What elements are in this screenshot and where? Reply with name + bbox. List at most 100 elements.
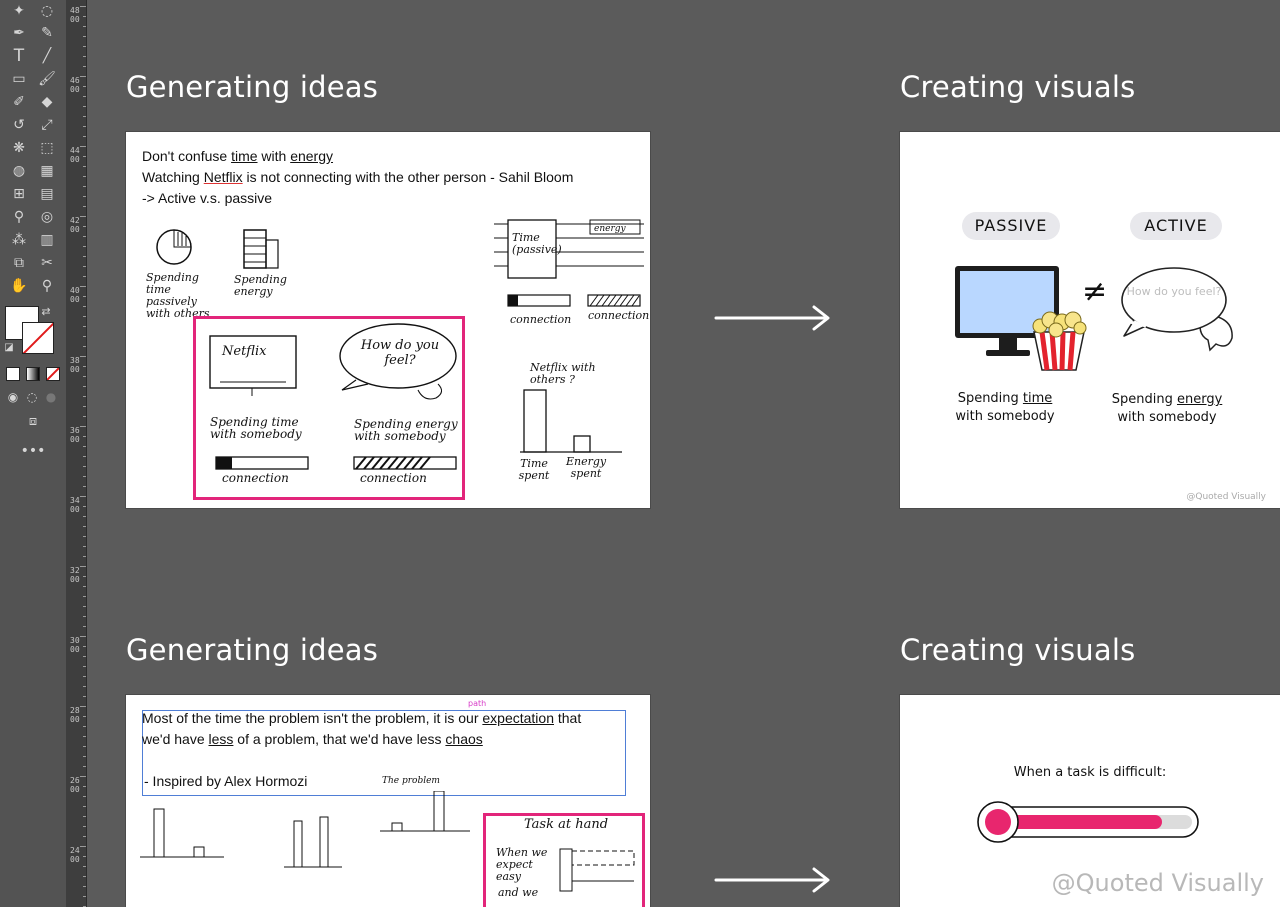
- sketch-time-passive: Time (passive): [512, 231, 562, 256]
- symbol-sprayer-icon[interactable]: ⁂: [12, 232, 26, 248]
- not-equal-sign: ≠: [1082, 274, 1108, 309]
- ruler-label: 4000: [70, 286, 80, 304]
- ruler-tick: [83, 476, 86, 477]
- draw-behind-icon[interactable]: ◌: [26, 390, 38, 404]
- free-transform-icon[interactable]: ⬚: [40, 140, 54, 156]
- curvature-icon[interactable]: ✎: [41, 25, 53, 41]
- rectangle-icon[interactable]: ▭: [12, 71, 26, 87]
- text-selection-box[interactable]: [142, 710, 626, 796]
- ruler-tick: [83, 416, 86, 417]
- shaper-icon[interactable]: ✐: [13, 94, 25, 110]
- ruler-tick: [83, 186, 86, 187]
- ruler-tick: [83, 96, 86, 97]
- sketch-spending-energy: Spending energy: [234, 273, 287, 298]
- connection-bar-high: [353, 456, 457, 470]
- line-icon[interactable]: ╱: [42, 48, 52, 64]
- watermark-large: @Quoted Visually: [1051, 869, 1264, 897]
- mesh-icon[interactable]: ⊞: [13, 186, 25, 202]
- gradient-mode-button[interactable]: [26, 367, 40, 381]
- sketch-when-we-expect-easy: When we expect easy: [496, 846, 548, 883]
- ruler-tick: [83, 816, 86, 817]
- draw-inside-icon[interactable]: ●: [45, 390, 57, 404]
- sketch-energy-label: energy: [594, 224, 626, 234]
- draw-normal-icon[interactable]: ◉: [7, 390, 19, 404]
- none-mode-button[interactable]: [46, 367, 60, 381]
- rotate-icon[interactable]: ↺: [13, 117, 25, 133]
- color-mode-button[interactable]: [6, 367, 20, 381]
- quote2-line-3: - Inspired by Alex Hormozi: [144, 773, 308, 789]
- section1-ideas-heading: Generating ideas: [126, 70, 379, 104]
- type-icon[interactable]: T: [13, 46, 25, 66]
- scale-icon[interactable]: ⤢: [41, 117, 53, 133]
- eraser-icon[interactable]: ◆: [41, 94, 53, 110]
- clock-sketch-icon: [156, 229, 192, 265]
- ruler-tick: [83, 756, 86, 757]
- ruler-tick: [83, 116, 86, 117]
- sketch-connection-1: connection: [510, 313, 572, 326]
- visual-board-1[interactable]: PASSIVE ACTIVE ≠ How do you feel? Spendi…: [900, 132, 1280, 508]
- battery-sketch-icon: [243, 229, 279, 269]
- sketch-how-do-you-feel: How do you feel?: [360, 338, 440, 368]
- slice-icon[interactable]: ✂: [41, 255, 53, 271]
- ruler-tick: [83, 856, 86, 857]
- time-energy-sketch: [494, 219, 644, 279]
- lasso-icon[interactable]: ◌: [40, 3, 54, 19]
- ruler-tick: [83, 376, 86, 377]
- ruler-tick: [83, 266, 86, 267]
- ideas-board-2[interactable]: path Most of the time the problem isn't …: [126, 695, 650, 907]
- ruler-tick: [80, 76, 86, 77]
- perspective-grid-icon[interactable]: ▦: [40, 163, 54, 179]
- hand-icon[interactable]: ✋: [10, 278, 28, 294]
- blend-icon[interactable]: ◎: [40, 209, 54, 225]
- ruler-tick: [83, 886, 86, 887]
- ruler-tick: [83, 346, 86, 347]
- stroke-swatch[interactable]: [22, 322, 54, 354]
- ideas-board-1[interactable]: Don't confuse time with energy Watching …: [126, 132, 650, 508]
- more-tools-icon[interactable]: •••: [20, 443, 46, 459]
- highlight-box: [193, 316, 465, 500]
- ruler-label: 3000: [70, 636, 80, 654]
- ruler-tick: [83, 506, 86, 507]
- section1-visuals-heading: Creating visuals: [900, 70, 1136, 104]
- sketch-netflix: Netflix: [222, 344, 267, 359]
- watermark: @Quoted Visually: [1186, 492, 1266, 502]
- ruler-tick: [83, 196, 86, 197]
- eyedropper-icon[interactable]: ⚲: [13, 209, 25, 225]
- paintbrush-icon[interactable]: 🖌: [38, 71, 56, 87]
- artboard-icon[interactable]: ⧉: [14, 255, 24, 271]
- gradient-icon[interactable]: ▤: [40, 186, 54, 202]
- ruler-tick: [83, 246, 86, 247]
- ruler-tick: [83, 136, 86, 137]
- sketch-time-spent: Time spent: [518, 457, 550, 482]
- column-graph-icon[interactable]: ▥: [40, 232, 54, 248]
- ruler-tick: [83, 866, 86, 867]
- ruler-tick: [83, 26, 86, 27]
- quote2-line-1: Most of the time the problem isn't the p…: [142, 710, 582, 726]
- ruler-tick: [80, 496, 86, 497]
- default-colors-icon[interactable]: ◪: [4, 341, 14, 353]
- ruler-label: 2400: [70, 846, 80, 864]
- ruler-tick: [80, 286, 86, 287]
- ruler-tick: [83, 86, 86, 87]
- ruler-tick: [83, 666, 86, 667]
- thermometer-level-icon: [977, 801, 1199, 843]
- ruler-tick: [83, 156, 86, 157]
- screen-mode-icon[interactable]: ⧈: [28, 413, 38, 429]
- pen-icon[interactable]: ✒: [13, 25, 25, 41]
- zoom-icon[interactable]: ⚲: [41, 278, 53, 294]
- ruler-tick: [83, 826, 86, 827]
- swap-fill-stroke-icon[interactable]: ⇄: [41, 304, 51, 318]
- magic-wand-icon[interactable]: ✦: [13, 3, 25, 19]
- ruler-tick: [80, 706, 86, 707]
- ruler-tick: [83, 786, 86, 787]
- ruler-tick: [83, 106, 86, 107]
- visual-board-2[interactable]: When a task is difficult: @Quoted Visual…: [900, 695, 1280, 907]
- ruler-tick: [80, 146, 86, 147]
- ruler-tick: [83, 366, 86, 367]
- ruler-tick: [83, 676, 86, 677]
- warp-icon[interactable]: ❋: [13, 140, 25, 156]
- shape-builder-icon[interactable]: ◍: [12, 163, 26, 179]
- ruler-tick: [83, 586, 86, 587]
